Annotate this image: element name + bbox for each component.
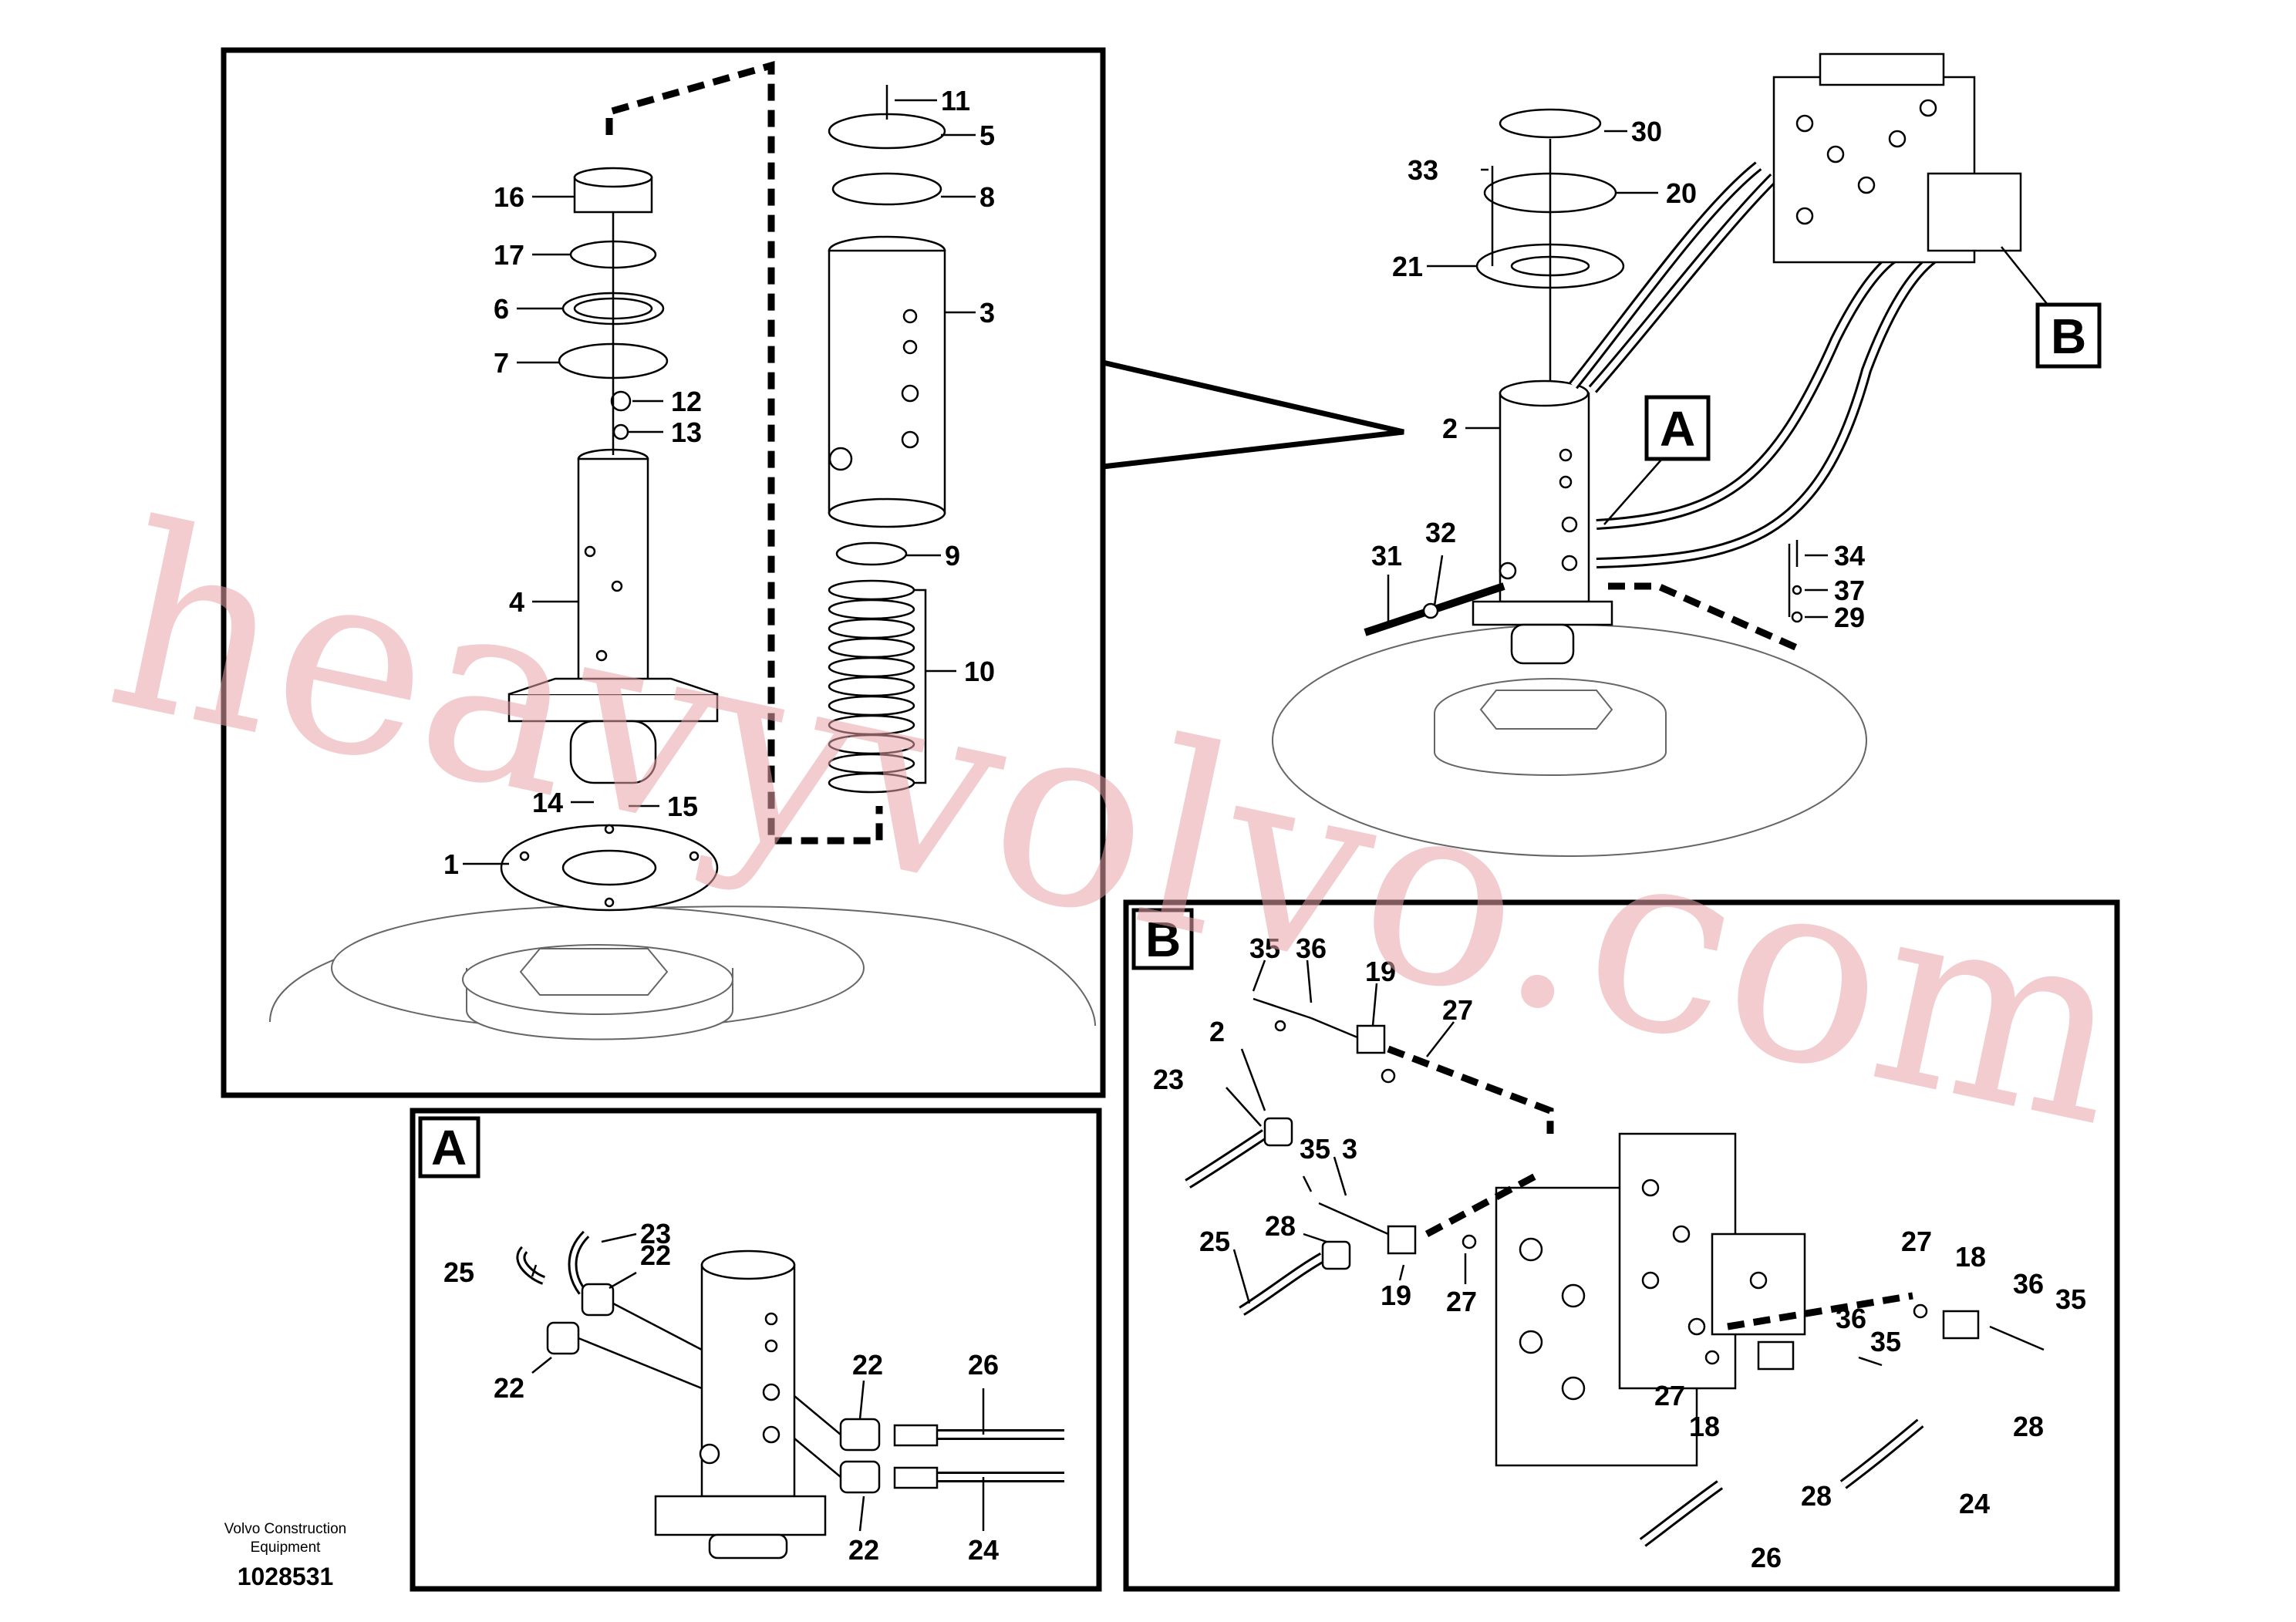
callout-b-3: 3	[1342, 1133, 1357, 1165]
callout-a-24: 24	[968, 1534, 999, 1566]
callout-b-35-mid: 35	[1300, 1133, 1330, 1165]
detail-b-label: B	[1145, 912, 1181, 967]
exploded-view-frame	[221, 47, 1106, 1098]
callout-16: 16	[494, 181, 524, 213]
callout-b-2: 2	[1209, 1016, 1225, 1047]
detail-a-label: A	[431, 1120, 467, 1175]
callout-13: 13	[671, 416, 702, 448]
leader-lines-assembly	[1387, 130, 1828, 625]
callout-b-25: 25	[1199, 1226, 1230, 1257]
callouts-detail-a: 23 25 22 22 22 26 22 24	[443, 1218, 999, 1566]
callout-b-36-right: 36	[2013, 1268, 2044, 1300]
callout-5: 5	[979, 120, 995, 151]
callout-4: 4	[509, 586, 524, 618]
detail-b-fittings	[1185, 997, 2045, 1547]
callout-10: 10	[964, 656, 995, 687]
callout-8: 8	[979, 181, 995, 213]
callout-b-35-mid2: 35	[1870, 1326, 1901, 1357]
company-caption-line1: Volvo Construction	[224, 1521, 346, 1537]
callout-34: 34	[1834, 540, 1865, 572]
callout-a-22-left: 22	[494, 1372, 524, 1404]
detail-a-label-box	[418, 1116, 480, 1179]
callouts-exploded: 16 17 6 7 12 13 4 14 15 1 11 5 8 3 9 10	[443, 85, 995, 880]
callout-a-22-top: 22	[640, 1239, 671, 1271]
dashed-link-exploded	[605, 61, 883, 845]
callout-b-19-bottom: 19	[1381, 1280, 1411, 1311]
callout-14: 14	[532, 787, 563, 818]
callout-a-23: 23	[640, 1218, 671, 1249]
detail-b-label-box	[1131, 908, 1194, 970]
callout-b-35-right: 35	[2055, 1283, 2086, 1315]
callout-17: 17	[494, 239, 524, 271]
callout-b-28-lower: 28	[1801, 1480, 1832, 1512]
center-shaft-4	[507, 448, 719, 784]
spring-10	[828, 541, 915, 794]
callout-b-26: 26	[1751, 1542, 1782, 1573]
callout-15: 15	[667, 791, 698, 822]
callout-9: 9	[945, 540, 960, 572]
gasket-1	[500, 824, 719, 912]
swivel-joint-icon	[654, 1249, 827, 1560]
assembly-view: A B	[1272, 52, 2102, 857]
detail-b-marker	[2035, 302, 2102, 369]
callout-b-28-left: 28	[1265, 1210, 1296, 1242]
leader-lines-exploded	[463, 99, 976, 865]
callout-a-22-right: 22	[852, 1349, 883, 1381]
detail-b-frame	[1123, 899, 2120, 1592]
detail-a-frame	[410, 1108, 1102, 1592]
callout-b-18-right: 18	[1955, 1241, 1986, 1273]
leader-lines-detail-a	[531, 1233, 985, 1532]
callout-21: 21	[1392, 251, 1423, 282]
callout-b-19-top: 19	[1365, 956, 1396, 987]
control-valve-icon	[1772, 52, 2022, 264]
callout-37: 37	[1834, 575, 1865, 606]
callout-20: 20	[1666, 177, 1697, 209]
callout-b-24: 24	[1959, 1488, 1990, 1519]
callout-b-27-bottom: 27	[1446, 1286, 1477, 1317]
callout-2: 2	[1442, 413, 1458, 444]
callout-33: 33	[1408, 154, 1438, 186]
callout-30: 30	[1631, 116, 1662, 147]
callout-12: 12	[671, 386, 702, 417]
detail-b-marker-letter: B	[2051, 309, 2086, 364]
callout-b-36-top: 36	[1296, 932, 1327, 964]
detail-a-marker-letter: A	[1660, 401, 1695, 457]
zoom-pointer	[1102, 359, 1404, 470]
rotary-housing-3	[828, 85, 946, 528]
seal-stack	[558, 167, 669, 455]
detail-b-valve	[1495, 1132, 1806, 1467]
callout-6: 6	[494, 293, 509, 325]
callout-b-27-lower: 27	[1654, 1380, 1685, 1411]
callout-b-28-right: 28	[2013, 1411, 2044, 1442]
callouts-assembly: 30 33 20 21 2 31 32 34 37 29	[1371, 116, 1865, 633]
callout-32: 32	[1425, 517, 1456, 548]
callout-29: 29	[1834, 602, 1865, 633]
callout-b-18-lower: 18	[1689, 1411, 1720, 1442]
callout-11: 11	[941, 85, 970, 116]
callout-a-22-bottom: 22	[848, 1534, 879, 1566]
detail-a-marker	[1644, 395, 1711, 461]
callouts-detail-b: 35 36 19 2 27 23 35 3 28 25 19 27 27 18 …	[1153, 932, 2086, 1573]
leader-lines-detail-b	[1226, 959, 1467, 1304]
callout-b-36-mid: 36	[1836, 1303, 1866, 1334]
callout-a-25: 25	[443, 1256, 474, 1288]
document-number: 1028531	[238, 1563, 334, 1590]
callout-3: 3	[979, 297, 995, 329]
callout-a-26: 26	[968, 1349, 999, 1381]
callout-1: 1	[443, 848, 459, 880]
detail-a-fittings	[516, 1230, 1064, 1494]
callout-b-27-top: 27	[1442, 994, 1473, 1026]
callout-31: 31	[1371, 540, 1402, 572]
callout-b-27-right: 27	[1901, 1226, 1932, 1257]
mounting-base	[269, 905, 1096, 1040]
callout-7: 7	[494, 347, 509, 379]
company-caption-line2: Equipment	[251, 1539, 322, 1556]
callout-b-23: 23	[1153, 1064, 1184, 1095]
callout-b-35-top: 35	[1249, 932, 1280, 964]
